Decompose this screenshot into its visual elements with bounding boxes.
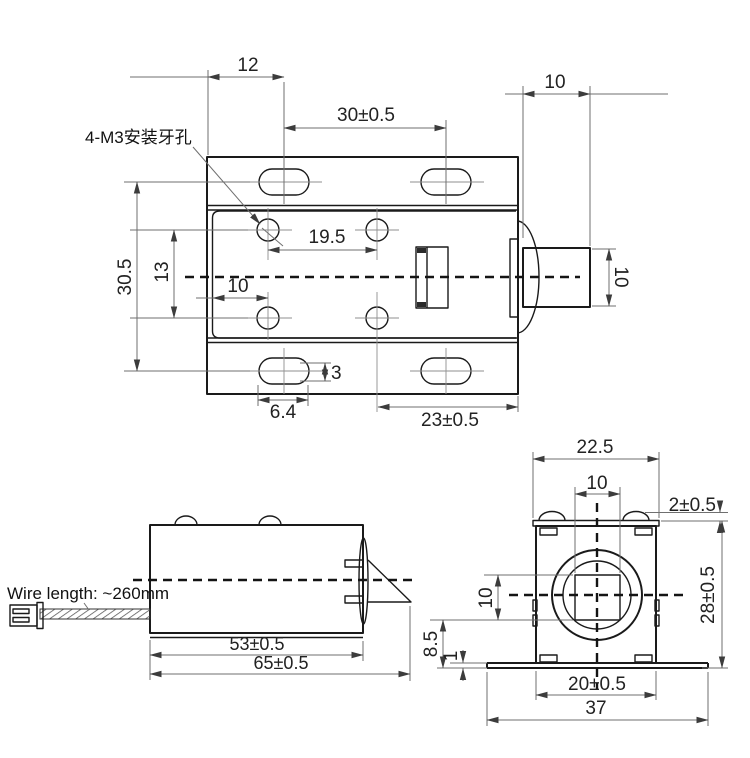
dim-slot-height: 3 bbox=[300, 362, 342, 384]
dim-dome-height: 2±0.5 bbox=[645, 495, 728, 533]
dim-top-width: 22.5 bbox=[532, 437, 660, 518]
dim-slot-rows: 30.5 bbox=[115, 181, 250, 372]
dim-total-length: 65±0.5 bbox=[149, 606, 411, 681]
dim-text: 6.4 bbox=[270, 402, 297, 423]
side-view-wire: Wire length: ~260mm bbox=[7, 584, 169, 630]
dim-body-width: 20±0.5 bbox=[535, 671, 657, 700]
dim-text: 30±0.5 bbox=[337, 105, 395, 126]
dim-text: 3 bbox=[331, 363, 342, 384]
dim-text: 12 bbox=[237, 55, 258, 76]
dim-plunger-length: 10 bbox=[505, 72, 668, 246]
dim-text: 53±0.5 bbox=[230, 634, 285, 654]
dim-body-length: 53±0.5 bbox=[149, 634, 364, 680]
dim-plunger-width: 10 bbox=[592, 248, 631, 307]
dim-text: 2±0.5 bbox=[669, 495, 716, 516]
dim-total-height: 28±0.5 bbox=[698, 520, 728, 669]
dim-square-height: 10 bbox=[430, 574, 573, 621]
leader-label: 4-M3安装牙孔 bbox=[85, 128, 192, 147]
dim-flange-offset: 12 bbox=[130, 55, 285, 204]
dim-hole-rows: 13 bbox=[130, 229, 248, 319]
top-view-m3-holes bbox=[246, 208, 399, 412]
dim-text: 22.5 bbox=[577, 437, 614, 458]
side-view: Wire length: ~260mm 53±0.5 65±0.5 bbox=[7, 515, 415, 681]
dim-slot-spacing: 30±0.5 bbox=[283, 105, 447, 204]
wire-length-label: Wire length: ~260mm bbox=[7, 584, 169, 603]
dim-text: 10 bbox=[227, 276, 248, 297]
dim-square-width: 10 bbox=[574, 473, 621, 573]
top-view-body-outline bbox=[206, 156, 519, 395]
dim-text: 10 bbox=[476, 587, 497, 608]
dim-text: 30.5 bbox=[115, 259, 136, 296]
dim-text: 65±0.5 bbox=[254, 653, 309, 673]
dim-text: 10 bbox=[586, 473, 607, 494]
dim-text: 23±0.5 bbox=[421, 410, 479, 431]
dim-text: 37 bbox=[585, 698, 606, 719]
front-view: 22.5 10 2±0.5 28±0.5 10 bbox=[421, 437, 728, 726]
dim-hole-spacing: 19.5 bbox=[267, 227, 378, 254]
dim-text: 28±0.5 bbox=[698, 566, 719, 624]
dim-text: 8.5 bbox=[421, 631, 442, 657]
dim-hole-offset: 10 bbox=[196, 276, 269, 302]
dim-total-width: 37 bbox=[486, 672, 709, 726]
dim-foot-thickness: 1 bbox=[441, 650, 487, 681]
dim-text: 10 bbox=[610, 266, 631, 287]
dim-text: 1 bbox=[441, 651, 462, 662]
top-view: 12 30±0.5 10 4-M3安装牙孔 19.5 bbox=[85, 55, 668, 431]
dim-text: 10 bbox=[544, 72, 565, 93]
leader-m3-holes: 4-M3安装牙孔 bbox=[85, 128, 284, 247]
dim-text: 20±0.5 bbox=[568, 674, 626, 695]
dim-right-span: 23±0.5 bbox=[377, 396, 519, 431]
dim-text: 13 bbox=[152, 261, 173, 282]
dim-below-square: 8.5 bbox=[421, 619, 487, 669]
dim-text: 19.5 bbox=[309, 227, 346, 248]
side-view-body-outline bbox=[149, 515, 364, 639]
dim-slot-length: 6.4 bbox=[257, 385, 309, 423]
